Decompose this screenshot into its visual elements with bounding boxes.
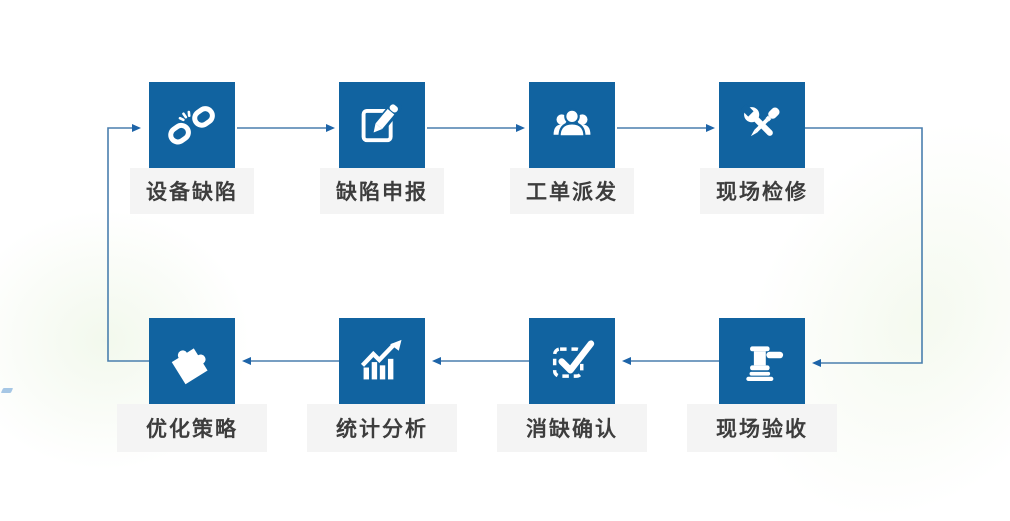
flow-step-7-label: 统计分析: [307, 404, 457, 452]
puzzle-piece-icon: [171, 348, 208, 385]
flow-step-2-box: [339, 82, 425, 168]
users-group-icon: [553, 108, 591, 138]
flow-step-6-box: [529, 318, 615, 404]
edit-pencil-icon: [361, 101, 402, 143]
flow-step-5-box: [719, 318, 805, 404]
flow-step-8-label: 优化策略: [117, 404, 267, 452]
wrench-screwdriver-icon: [740, 103, 780, 137]
checkbox-check-icon: [552, 340, 595, 378]
flow-step-7-box: [339, 318, 425, 404]
arrow-step4-step5: [805, 127, 923, 367]
broken-link-icon: [168, 106, 215, 145]
arrow-step8-step1: [107, 124, 149, 362]
flow-step-3-box: [529, 82, 615, 168]
stray-mark: [0, 388, 14, 393]
bar-chart-arrow-icon: [360, 339, 402, 380]
flow-step-3-label: 工单派发: [510, 168, 634, 214]
flow-step-4-label: 现场检修: [700, 168, 824, 214]
flow-step-8-box: [149, 318, 235, 404]
flow-step-1-box: [149, 82, 235, 168]
flow-step-1-label: 设备缺陷: [130, 168, 254, 214]
flow-step-2-label: 缺陷申报: [320, 168, 444, 214]
flow-step-6-label: 消缺确认: [497, 404, 647, 452]
gavel-icon: [746, 346, 784, 382]
flow-step-5-label: 现场验收: [687, 404, 837, 452]
flow-step-4-box: [719, 82, 805, 168]
